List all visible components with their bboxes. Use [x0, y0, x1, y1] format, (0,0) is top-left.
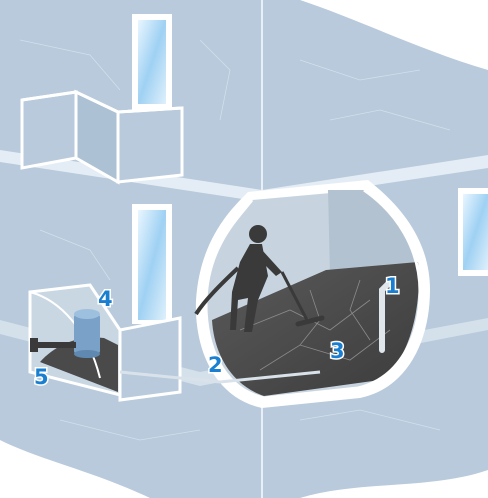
exhaust-pipe-icon	[36, 342, 76, 348]
central-vacuum-unit-icon	[74, 309, 100, 358]
callout-5: 5	[34, 365, 49, 389]
callout-1: 1	[385, 274, 400, 298]
upper-window-glass	[138, 20, 166, 104]
middle-window-glass	[138, 210, 166, 320]
callout-4: 4	[98, 287, 113, 311]
right-window-glass	[463, 194, 488, 270]
callout-2: 2	[208, 353, 223, 377]
exhaust-pipe-cap	[30, 338, 38, 352]
callout-3: 3	[330, 339, 345, 363]
lower-balcony-front	[120, 318, 180, 400]
